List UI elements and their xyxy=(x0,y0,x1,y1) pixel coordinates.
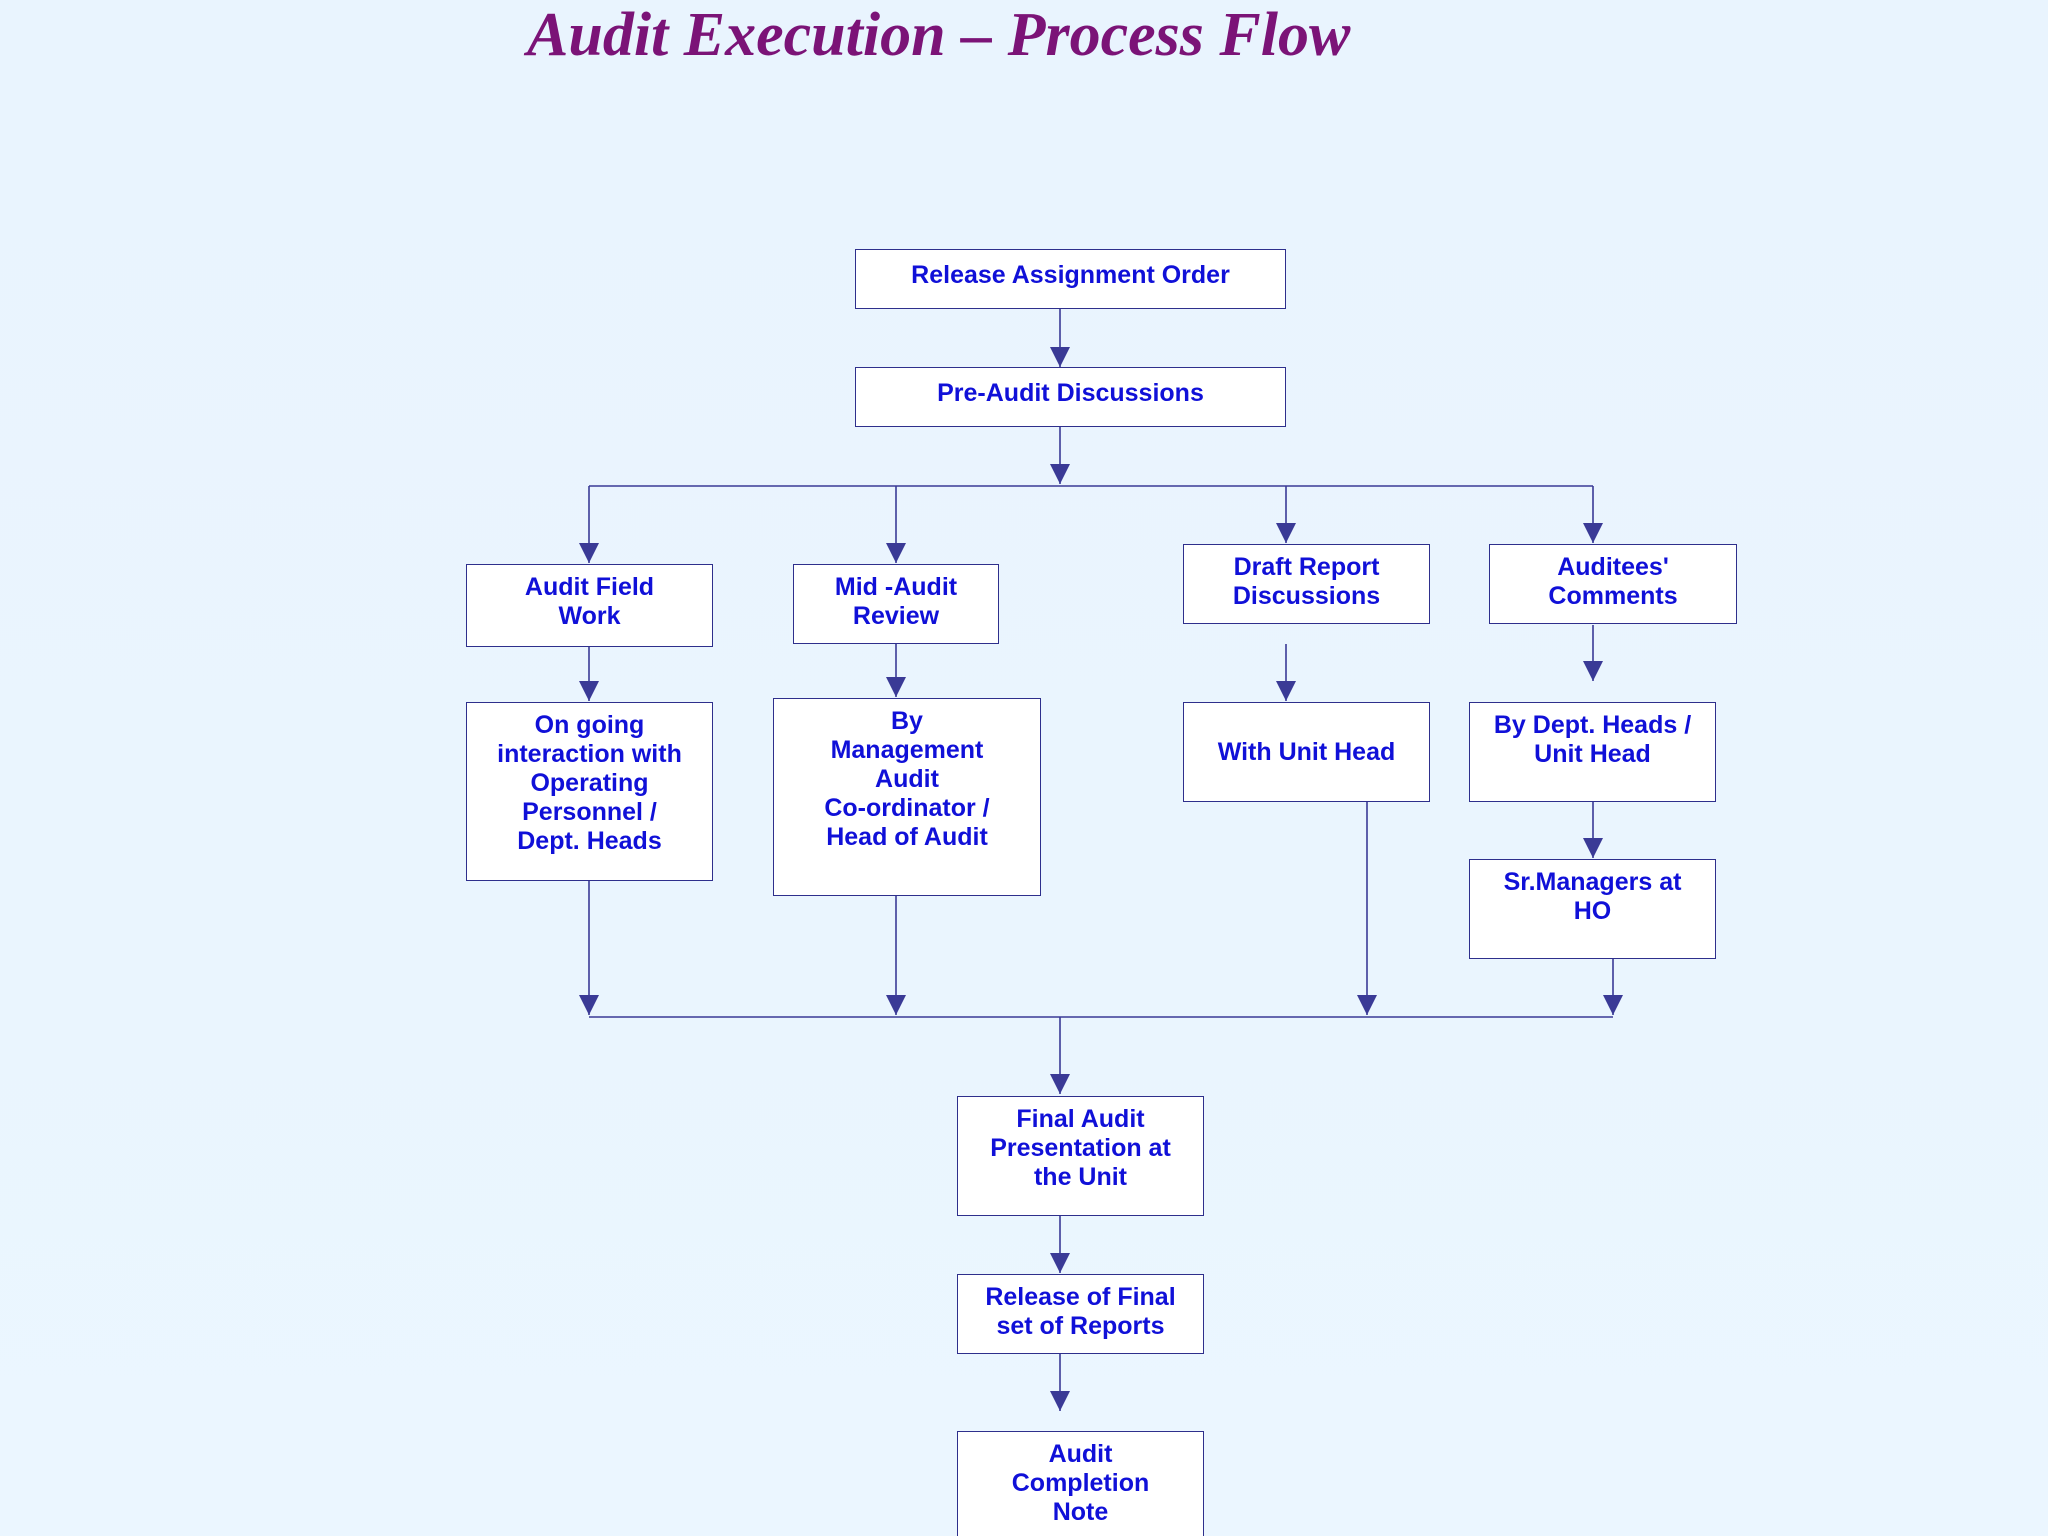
node-by-management: By Management Audit Co-ordinator / Head … xyxy=(773,698,1041,896)
node-final-audit-presentation: Final Audit Presentation at the Unit xyxy=(957,1096,1204,1216)
node-audit-field-work: Audit Field Work xyxy=(466,564,713,647)
node-with-unit-head: With Unit Head xyxy=(1183,702,1430,802)
node-mid-audit-review: Mid -Audit Review xyxy=(793,564,999,644)
node-release-assignment-order: Release Assignment Order xyxy=(855,249,1286,309)
node-release-final-reports: Release of Final set of Reports xyxy=(957,1274,1204,1354)
node-sr-managers: Sr.Managers at HO xyxy=(1469,859,1716,959)
node-pre-audit-discussions: Pre-Audit Discussions xyxy=(855,367,1286,427)
node-draft-report-discussions: Draft Report Discussions xyxy=(1183,544,1430,624)
node-audit-completion-note: Audit Completion Note xyxy=(957,1431,1204,1536)
node-ongoing-interaction: On going interaction with Operating Pers… xyxy=(466,702,713,881)
node-by-dept-heads: By Dept. Heads / Unit Head xyxy=(1469,702,1716,802)
node-auditees-comments: Auditees' Comments xyxy=(1489,544,1737,624)
page-title: Audit Execution – Process Flow xyxy=(527,1,1351,69)
